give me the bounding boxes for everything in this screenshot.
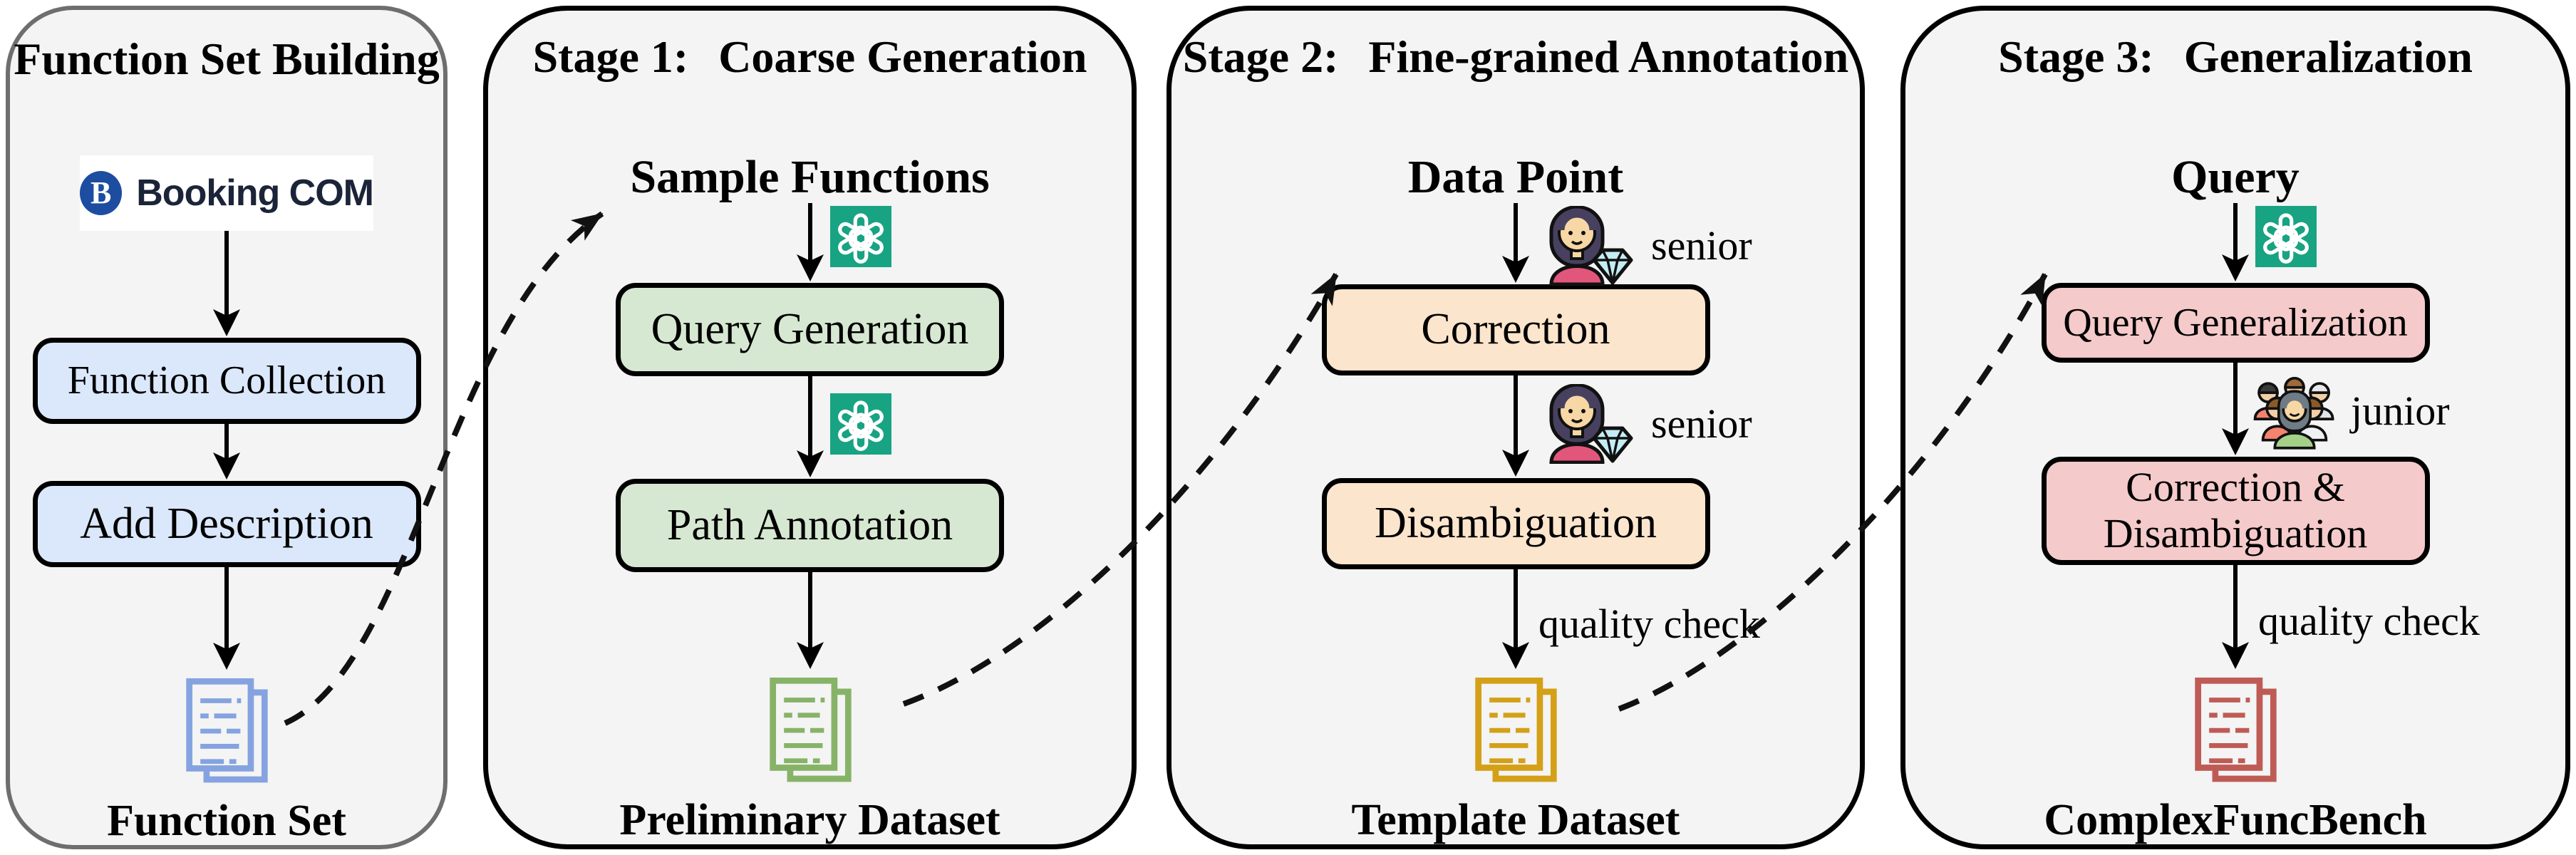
input-heading: Sample Functions <box>630 150 990 203</box>
panel-function-set-building: Function Set Building B Booking COM Func… <box>6 6 448 849</box>
down-arrow <box>1905 203 2565 283</box>
down-arrow-icon <box>787 571 833 670</box>
down-arrow-icon <box>204 230 249 338</box>
step-box-add-description: Add Description <box>32 480 421 567</box>
openai-logo-icon <box>2255 206 2317 268</box>
senior-annotator-icon <box>1531 206 1638 286</box>
down-arrow <box>488 571 1132 670</box>
down-arrow <box>10 230 443 338</box>
booking-logo-badge-icon: B <box>80 170 123 215</box>
panel-title-text: Function Set Building <box>14 33 440 84</box>
step-box-path-annotation: Path Annotation <box>616 478 1004 572</box>
down-arrow-icon <box>787 203 833 283</box>
stage-name: Fine-grained Annotation <box>1368 31 1849 82</box>
stage-name: Generalization <box>2183 31 2473 82</box>
down-arrow: senior <box>1171 203 1860 286</box>
panel-stage2-fine-grained-annotation: Stage 2: Fine-grained Annotation Data Poi… <box>1167 6 1865 849</box>
annotator-label: junior <box>2351 387 2450 434</box>
output-label: Template Dataset <box>1351 795 1680 844</box>
stage-number: Stage 2: <box>1182 31 1339 82</box>
step-box-disambiguation: Disambiguation <box>1321 477 1710 569</box>
stage-number: Stage 1: <box>532 31 689 82</box>
down-arrow-icon <box>1493 203 1538 284</box>
output-label: Function Set <box>107 796 346 845</box>
preliminary-dataset-document-icon <box>765 675 855 792</box>
quality-check-label: quality check <box>2258 598 2480 645</box>
output-label: Preliminary Dataset <box>619 795 1000 844</box>
openai-logo-icon <box>829 393 891 455</box>
panel-title: Function Set Building <box>14 33 440 84</box>
down-arrow <box>488 203 1132 283</box>
down-arrow-icon <box>2213 564 2258 670</box>
step-box-correction: Correction <box>1321 284 1710 375</box>
down-arrow: quality check <box>1171 569 1860 670</box>
booking-logo-text: Booking COM <box>136 172 374 214</box>
senior-annotator-icon <box>1531 383 1638 464</box>
stage-number: Stage 3: <box>1998 31 2154 82</box>
down-arrow-icon <box>1493 375 1538 478</box>
step-box-query-generalization: Query Generalization <box>2041 283 2430 363</box>
down-arrow <box>488 375 1132 479</box>
step-box-function-collection: Function Collection <box>32 337 421 424</box>
down-arrow-icon <box>204 423 249 481</box>
step-box-correction-disambiguation: Correction & Disambiguation <box>2041 456 2430 565</box>
function-set-document-icon <box>182 675 271 792</box>
input-heading: Query <box>2171 150 2300 203</box>
quality-check-label: quality check <box>1538 601 1760 648</box>
down-arrow: senior <box>1171 375 1860 478</box>
down-arrow-icon <box>2213 362 2258 457</box>
panel-title: Stage 1: Coarse Generation <box>532 31 1087 82</box>
down-arrow: quality check <box>1905 564 2565 670</box>
booking-logo: B Booking COM <box>80 155 374 231</box>
annotator-label: senior <box>1651 222 1752 269</box>
openai-logo-icon <box>829 206 891 268</box>
stage-name: Coarse Generation <box>718 31 1087 82</box>
down-arrow-icon <box>2213 203 2258 283</box>
template-dataset-document-icon <box>1471 675 1561 792</box>
panel-title: Stage 2: Fine-grained Annotation <box>1182 31 1849 82</box>
down-arrow <box>10 566 443 671</box>
complexfuncbench-document-icon <box>2190 675 2280 792</box>
annotator-label: senior <box>1651 400 1752 447</box>
junior-annotator-group-icon <box>2251 373 2338 450</box>
panel-stage3-generalization: Stage 3: Generalization Query Query Gener… <box>1900 6 2570 849</box>
step-box-query-generation: Query Generation <box>616 283 1004 376</box>
panel-title: Stage 3: Generalization <box>1998 31 2473 82</box>
down-arrow-icon <box>1493 569 1538 670</box>
output-label: ComplexFuncBench <box>2044 795 2427 844</box>
panel-stage1-coarse-generation: Stage 1: Coarse Generation Sample Functio… <box>483 6 1137 849</box>
down-arrow: junior <box>1905 362 2565 457</box>
down-arrow <box>10 423 443 481</box>
down-arrow-icon <box>204 566 249 671</box>
input-heading: Data Point <box>1407 150 1624 203</box>
down-arrow-icon <box>787 375 833 479</box>
